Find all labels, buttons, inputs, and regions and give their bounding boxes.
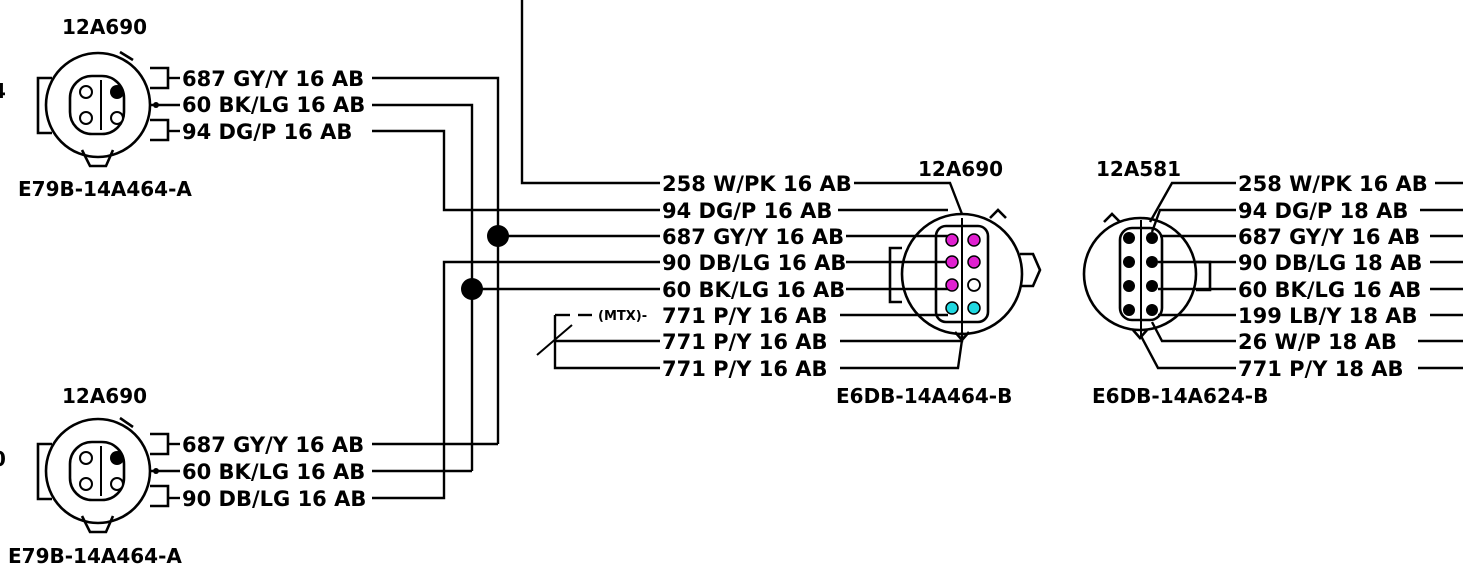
c2-wire-687: 687 GY/Y 16 AB	[182, 433, 364, 457]
connector-c4: 12A581 E6DB-14A624-B 258 W/PK 16 AB 94 D…	[1082, 157, 1463, 408]
c3-wire-771a: 771 P/Y 16 AB	[662, 304, 828, 328]
c4-part: 12A581	[1096, 157, 1181, 181]
pin-magenta	[945, 255, 959, 269]
c4-wire-60: 60 BK/LG 16 AB	[1238, 278, 1421, 302]
connector-c3: 12A690 E6DB-14A464-B 258 W/PK 16 AB 94 D…	[598, 157, 1042, 408]
pin-magenta	[945, 278, 959, 292]
c2-wire-90: 90 DB/LG 16 AB	[182, 487, 366, 511]
pin-magenta	[967, 233, 981, 247]
pin-cyan	[945, 301, 959, 315]
c3-part: 12A690	[918, 157, 1003, 181]
mtx-tag: (MTX)-	[598, 309, 647, 324]
c2-part: 12A690	[62, 384, 147, 408]
c2-code: E79B-14A464-A	[8, 544, 182, 568]
c1-wire-94: 94 DG/P 16 AB	[182, 120, 352, 144]
c2-wire-60: 60 BK/LG 16 AB	[182, 460, 365, 484]
pin-cyan	[967, 301, 981, 315]
pin-empty	[967, 278, 981, 292]
c1-wire-60: 60 BK/LG 16 AB	[182, 93, 365, 117]
splice-dot	[461, 278, 483, 300]
splice-dot	[487, 225, 509, 247]
c1-wire-687: 687 GY/Y 16 AB	[182, 67, 364, 91]
c3-wire-90: 90 DB/LG 16 AB	[662, 251, 846, 275]
c3-wire-687: 687 GY/Y 16 AB	[662, 225, 844, 249]
pin-magenta	[967, 255, 981, 269]
bus-wires	[372, 0, 660, 500]
c3-wire-60: 60 BK/LG 16 AB	[662, 278, 845, 302]
edge-mark-top: 4	[0, 79, 6, 103]
c3-code: E6DB-14A464-B	[836, 384, 1012, 408]
c3-wire-94: 94 DG/P 16 AB	[662, 199, 832, 223]
c1-part: 12A690	[62, 15, 147, 39]
c4-wire-26: 26 W/P 18 AB	[1238, 330, 1397, 354]
c3-wire-771b: 771 P/Y 16 AB	[662, 330, 828, 354]
c1-code: E79B-14A464-A	[18, 177, 192, 201]
c4-wire-94: 94 DG/P 18 AB	[1238, 199, 1408, 223]
edge-mark-bottom: 0	[0, 447, 6, 471]
c4-wire-199: 199 LB/Y 18 AB	[1238, 304, 1418, 328]
c4-wire-771: 771 P/Y 18 AB	[1238, 357, 1404, 381]
c4-code: E6DB-14A624-B	[1092, 384, 1268, 408]
c4-wire-687: 687 GY/Y 16 AB	[1238, 225, 1420, 249]
connector-c2: 12A690 E79B-14A464-A 687 GY/Y 16 AB 60 B…	[8, 384, 366, 568]
c4-wire-258: 258 W/PK 16 AB	[1238, 172, 1428, 196]
connector-c1: 12A690 E79B-14A464-A 687 GY/Y 16 AB 60 B…	[18, 15, 365, 201]
pin-magenta	[945, 233, 959, 247]
c4-wire-90: 90 DB/LG 18 AB	[1238, 251, 1422, 275]
c3-wire-258: 258 W/PK 16 AB	[662, 172, 852, 196]
c3-wire-771c: 771 P/Y 16 AB	[662, 357, 828, 381]
